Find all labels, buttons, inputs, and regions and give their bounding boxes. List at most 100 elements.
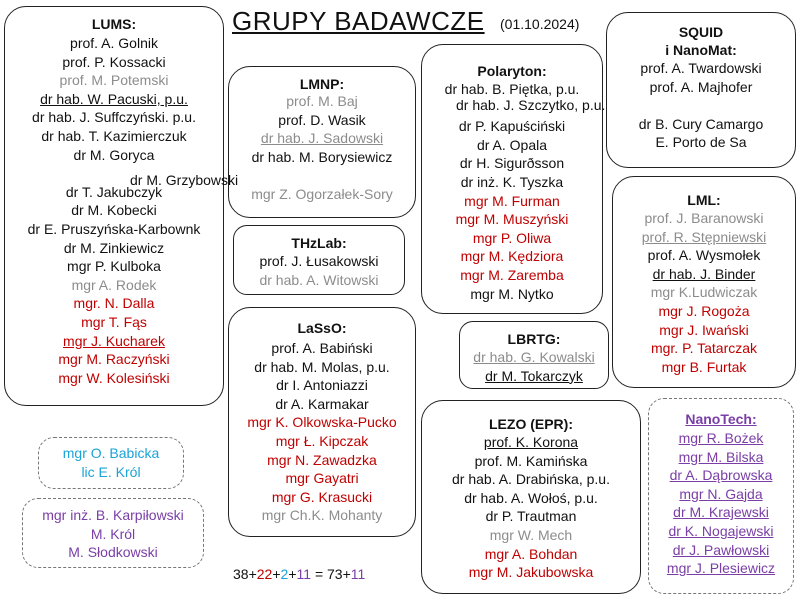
member-name: prof. A. Twardowski: [640, 60, 762, 76]
member-name: dr P. Kapuściński: [458, 118, 566, 135]
member-name: dr M. Goryca: [73, 146, 155, 163]
member-name: mgr W. Kolesiński: [58, 369, 170, 386]
member-name: lic E. Król: [81, 463, 141, 480]
overlap-name-szczytko: dr hab. J. Szczytko, p.u.: [456, 97, 606, 113]
member-name: dr hab. J. Sadowski: [260, 130, 384, 147]
group-title: LaSsO:: [297, 320, 347, 336]
member-name: dr hab. B. Piętka, p.u.: [444, 81, 580, 97]
member-name: prof. K. Korona: [483, 434, 579, 450]
member-name: E. Porto de Sa: [655, 134, 747, 151]
member-name: dr M. Krajewski: [673, 504, 769, 521]
count-blue: 2: [280, 566, 289, 582]
member-name: dr hab. W. Pacuski, p.u.: [40, 90, 188, 107]
member-list: mgr inż. B. Karpiłowski M. Król M. Słodkow…: [23, 506, 203, 562]
group-title: SQUID: [678, 24, 724, 40]
overlap-name-grzybowski: dr M. Grzybowski: [130, 172, 239, 188]
member-name: mgr M. Bilska: [678, 448, 764, 465]
group-students-purple: mgr inż. B. Karpiłowski M. Król M. Słodkow…: [22, 498, 204, 568]
member-count-summary: 38+22+2+11 = 73+11: [233, 566, 365, 582]
count-red: 22: [256, 566, 273, 582]
member-name: dr K. Nogajewski: [668, 522, 774, 539]
member-name: mgr N. Zawadzka: [267, 451, 377, 468]
member-name: mgr A. Rodek: [71, 276, 157, 293]
member-name: [607, 96, 795, 115]
member-name: mgr R. Bożek: [678, 430, 764, 446]
count-purple-extra: 11: [350, 566, 366, 582]
member-name: dr P. Trautman: [485, 508, 577, 525]
member-name: mgr M. Raczyński: [58, 351, 170, 368]
member-name: mgr Ł. Kipczak: [275, 432, 369, 449]
member-name: mgr N. Gajda: [679, 485, 763, 502]
member-name: dr hab. A. Witowski: [259, 271, 379, 288]
member-name: dr hab. M. Molas, p.u.: [254, 358, 390, 375]
member-name: dr hab. J. Binder: [652, 265, 756, 282]
member-name: mgr O. Babicka: [62, 445, 160, 461]
group-lasso: LaSsO: prof. A. Babiński dr hab. M. Molas…: [228, 307, 416, 537]
member-name: prof. A. Golnik: [70, 35, 158, 51]
member-name: mgr Z. Ogorzałek-Sory: [251, 185, 393, 202]
member-name: mgr K.Ludwiczak: [650, 284, 758, 301]
member-name: dr J. Pawłowski: [672, 541, 770, 558]
member-name: prof. A. Majhofer: [649, 78, 753, 95]
member-name: dr hab. A. Wołoś, p.u.: [464, 489, 598, 506]
member-name: mgr B. Furtak: [661, 358, 747, 375]
date-label: (01.10.2024): [500, 16, 580, 32]
member-name: mgr M. Kędziora: [460, 248, 564, 265]
member-name: prof. R. Stępniewski: [641, 228, 767, 245]
member-name: dr M. Zinkiewicz: [63, 239, 165, 256]
plus-sign: +: [248, 566, 257, 582]
group-title: LEZO (EPR):: [489, 416, 573, 432]
member-name: dr hab. M. Borysiewicz: [251, 148, 393, 165]
member-name: mgr M. Jakubowska: [468, 564, 594, 581]
member-name: mgr T. Fąs: [81, 313, 147, 330]
member-name: dr M. Kobecki: [71, 202, 157, 219]
group-squid: SQUID i NanoMat: prof. A. Twardowski prof…: [606, 12, 796, 168]
member-name: mgr M. Nytko: [470, 285, 554, 302]
member-list: mgr R. Bożek mgr M. Bilska dr A. Dąbrowska…: [649, 429, 793, 578]
plus-sign: +: [272, 566, 281, 582]
member-name: prof. M. Baj: [286, 93, 358, 109]
member-name: mgr J. Kucharek: [63, 332, 165, 349]
member-name: mgr M. Furman: [464, 192, 560, 209]
member-name: prof. A. Wysmołek: [647, 247, 761, 264]
member-name: dr A. Karmakar: [275, 395, 369, 412]
member-name: prof. A. Babiński: [271, 340, 373, 356]
member-name: dr hab. G. Kowalski: [473, 349, 595, 365]
plus-sign: +: [288, 566, 297, 582]
group-title-line2: i NanoMat:: [665, 42, 737, 58]
member-name: dr E. Pruszyńska-Karbownk: [27, 220, 201, 237]
member-name: mgr J. Rogoża: [658, 302, 750, 319]
member-name: prof. J. Baranowski: [644, 210, 764, 226]
member-name: dr H. Sigurðsson: [459, 155, 565, 172]
member-list: prof. A. Babiński dr hab. M. Molas, p.u. d…: [229, 339, 415, 525]
group-title: THzLab:: [291, 235, 347, 251]
group-title: LUMS:: [91, 16, 137, 32]
member-name: mgr P. Oliwa: [472, 229, 552, 246]
member-name: dr hab. T. Kazimierczuk: [41, 127, 187, 144]
member-name: M. Król: [90, 525, 136, 542]
member-name: mgr J. Plesiewicz: [666, 560, 776, 577]
member-name: dr A. Dąbrowska: [669, 467, 773, 484]
group-title: LMNP:: [299, 76, 345, 92]
member-name: dr inż. K. Tyszka: [460, 173, 564, 190]
group-title: NanoTech:: [685, 411, 757, 427]
member-name: mgr J. Iwański: [659, 321, 749, 338]
group-nanotech: NanoTech: mgr R. Bożek mgr M. Bilska dr A.…: [648, 398, 794, 594]
member-name: [229, 166, 415, 185]
member-name: mgr M. Muszyński: [455, 211, 569, 228]
member-name: dr M. Tokarczyk: [485, 367, 583, 384]
member-name: mgr Ch.K. Mohanty: [261, 507, 383, 524]
member-name: mgr P. Kulboka: [67, 258, 161, 275]
member-list: mgr O. Babicka lic E. Król: [39, 444, 183, 481]
member-name: dr hab. J. Suffczyński. p.u.: [32, 109, 196, 126]
page-title: GRUPY BADAWCZE: [232, 6, 485, 36]
member-name: mgr. P. Tatarczak: [650, 340, 758, 357]
member-name: mgr inż. B. Karpiłowski: [42, 507, 184, 523]
member-name: M. Słodkowski: [68, 544, 158, 561]
member-name: mgr A. Bohdan: [484, 545, 578, 562]
member-name: mgr K. Olkowska-Pucko: [247, 414, 397, 431]
